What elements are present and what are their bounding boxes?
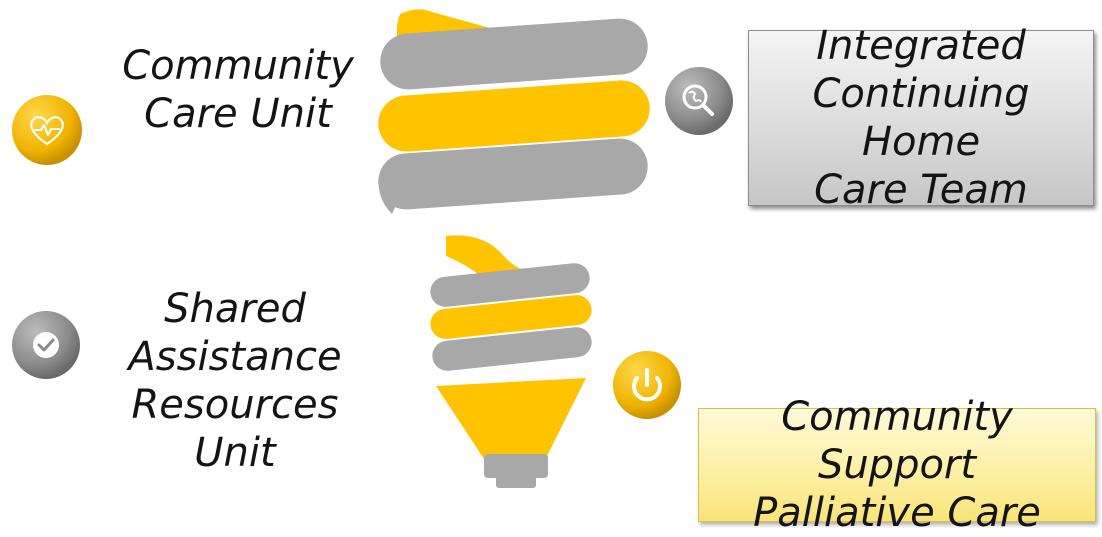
checkmark-icon bbox=[12, 311, 80, 379]
community-care-unit-label: Community Care Unit bbox=[118, 42, 358, 138]
label-line: Unit bbox=[194, 430, 276, 476]
box-line: Continuing Home bbox=[812, 71, 1030, 165]
heartbeat-icon bbox=[12, 95, 82, 165]
label-line: Care Unit bbox=[144, 91, 332, 137]
coil-band bbox=[380, 18, 648, 90]
label-line: Community bbox=[122, 43, 354, 89]
box-line: Integrated bbox=[816, 23, 1026, 69]
bulb-cap bbox=[484, 454, 548, 478]
label-line: Shared bbox=[164, 286, 306, 332]
label-line: Assistance bbox=[128, 334, 342, 380]
community-support-palliative-box: Community Support Palliative Care bbox=[698, 394, 1096, 536]
bulb-base bbox=[436, 378, 586, 462]
box-line: Care Team bbox=[814, 167, 1028, 213]
box-line: Palliative Care bbox=[753, 490, 1041, 536]
integrated-care-team-box: Integrated Continuing Home Care Team bbox=[748, 23, 1094, 213]
bulb-cap-tip bbox=[496, 476, 536, 488]
shared-assistance-resources-label: Shared Assistance Resources Unit bbox=[120, 285, 350, 477]
coil-band bbox=[378, 80, 650, 152]
globe-search-icon bbox=[665, 67, 733, 135]
coil-edge bbox=[379, 178, 400, 214]
label-line: Resources bbox=[131, 382, 339, 428]
lightbulb-illustration bbox=[378, 9, 650, 488]
power-icon bbox=[613, 351, 681, 419]
small-coil-band bbox=[430, 295, 592, 339]
coil-band bbox=[378, 138, 648, 210]
box-line: Community Support bbox=[781, 394, 1013, 488]
